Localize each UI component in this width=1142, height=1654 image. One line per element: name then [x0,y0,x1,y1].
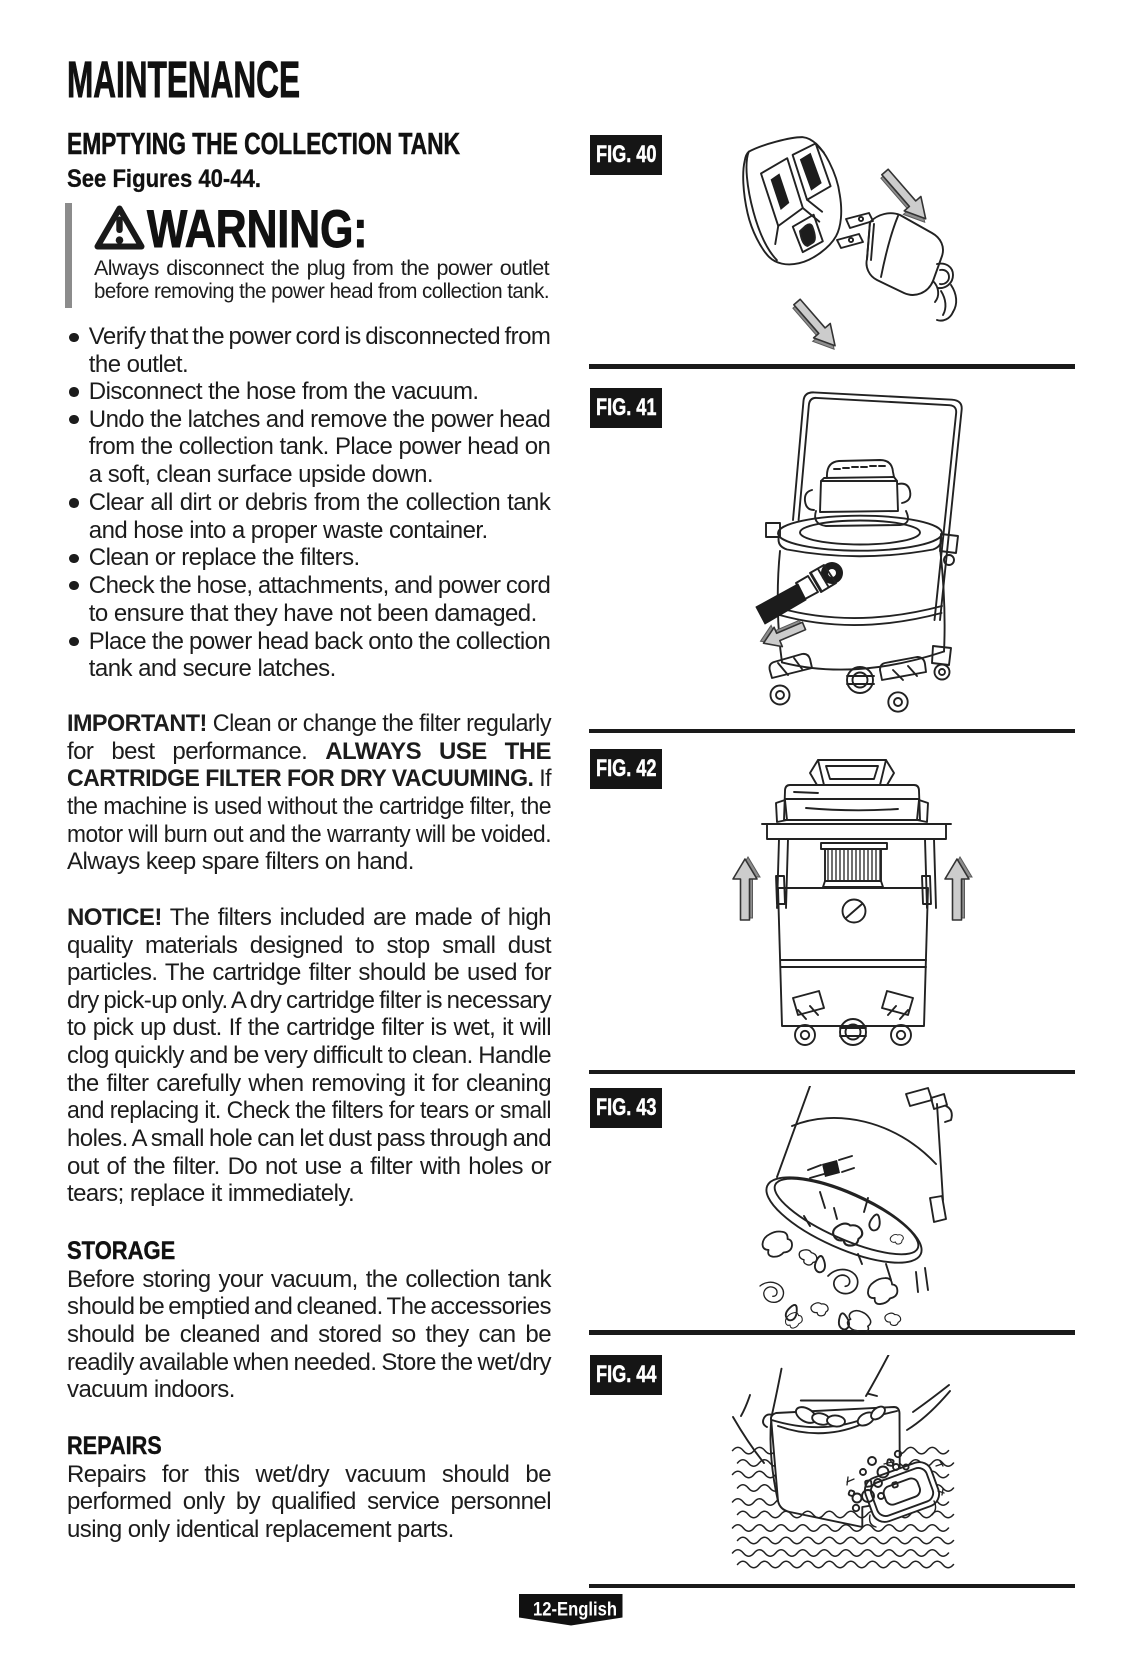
svg-text:12-English: 12-English [533,1600,617,1621]
